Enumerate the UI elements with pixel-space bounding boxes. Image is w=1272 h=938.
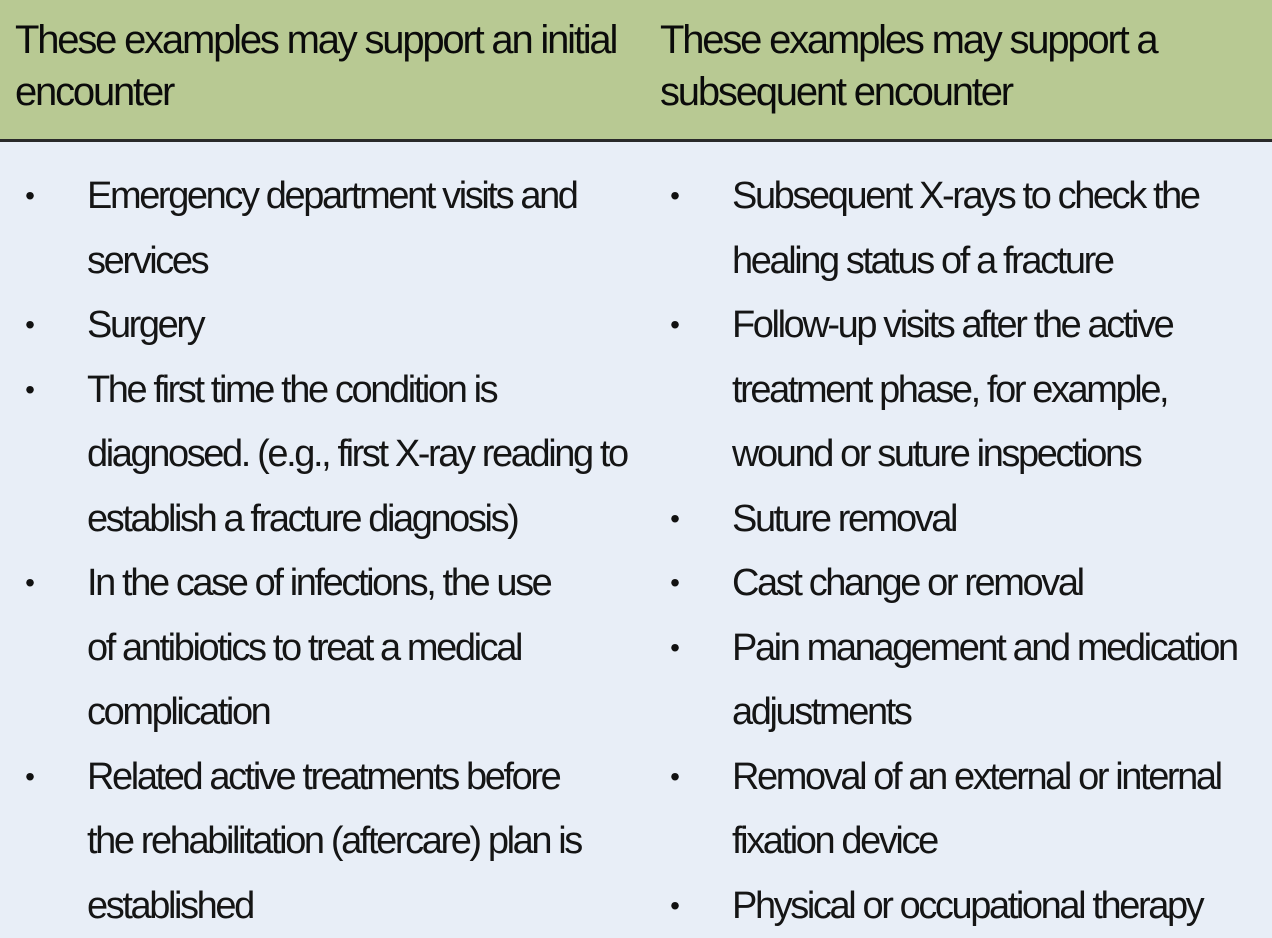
list-item: • The first time the condition is diagno… bbox=[0, 358, 643, 552]
list-item-text: Pain management and medication adjustmen… bbox=[732, 626, 1239, 734]
list-item: • Suture removal bbox=[643, 487, 1272, 552]
bullet-icon: • bbox=[670, 309, 680, 340]
bullet-icon: • bbox=[25, 760, 35, 792]
bullet-icon: • bbox=[670, 502, 680, 534]
bullet-icon: • bbox=[25, 180, 35, 211]
list-item: • Pain management and medication adjustm… bbox=[643, 616, 1272, 745]
list-item: • Cast change or removal bbox=[643, 551, 1272, 616]
header-initial-encounter: These examples may support an initial en… bbox=[15, 18, 618, 114]
list-item: • Physical or occupational therapy bbox=[643, 874, 1272, 938]
bullet-icon: • bbox=[670, 567, 680, 598]
list-item: • Related active treatments before the r… bbox=[0, 745, 643, 938]
list-item: • In the case of infections, the use of … bbox=[0, 551, 643, 745]
list-item: • Subsequent X-rays to check the healing… bbox=[643, 164, 1272, 293]
header-subsequent-encounter: These examples may support a subsequent … bbox=[660, 18, 1159, 114]
list-item-text: Follow-up visits after the active treatm… bbox=[732, 304, 1175, 475]
list-item-text: Emergency department visits and services bbox=[87, 175, 579, 282]
list-item: • Follow-up visits after the active trea… bbox=[643, 293, 1272, 487]
table-body-row: • Emergency department visits and servic… bbox=[0, 142, 1272, 938]
list-item-text: In the case of infections, the use of an… bbox=[87, 562, 553, 733]
list-item-text: Subsequent X-rays to check the healing s… bbox=[732, 175, 1201, 282]
table-header-row: These examples may support an initial en… bbox=[0, 0, 1272, 142]
bullet-icon: • bbox=[25, 309, 35, 340]
list-item-text: Cast change or removal bbox=[732, 562, 1085, 604]
list-item: • Surgery bbox=[0, 293, 643, 358]
list-item-text: Related active treatments before the reh… bbox=[87, 755, 583, 927]
initial-encounter-list: • Emergency department visits and servic… bbox=[0, 142, 643, 938]
list-item: • Removal of an external or internal fix… bbox=[643, 745, 1272, 874]
subsequent-encounter-list: • Subsequent X-rays to check the healing… bbox=[643, 142, 1272, 938]
list-item-text: The first time the condition is diagnose… bbox=[87, 368, 629, 540]
list-item-text: Physical or occupational therapy bbox=[732, 884, 1205, 927]
bullet-icon: • bbox=[25, 567, 35, 598]
bullet-icon: • bbox=[670, 760, 680, 792]
list-item-text: Suture removal bbox=[732, 497, 958, 540]
list-item-text: Removal of an external or internal fixat… bbox=[732, 755, 1223, 863]
bullet-icon: • bbox=[670, 180, 680, 211]
bullet-icon: • bbox=[25, 373, 35, 405]
list-item-text: Surgery bbox=[87, 304, 206, 346]
bullet-icon: • bbox=[670, 889, 680, 921]
list-item: • Emergency department visits and servic… bbox=[0, 164, 643, 293]
bullet-icon: • bbox=[670, 631, 680, 663]
